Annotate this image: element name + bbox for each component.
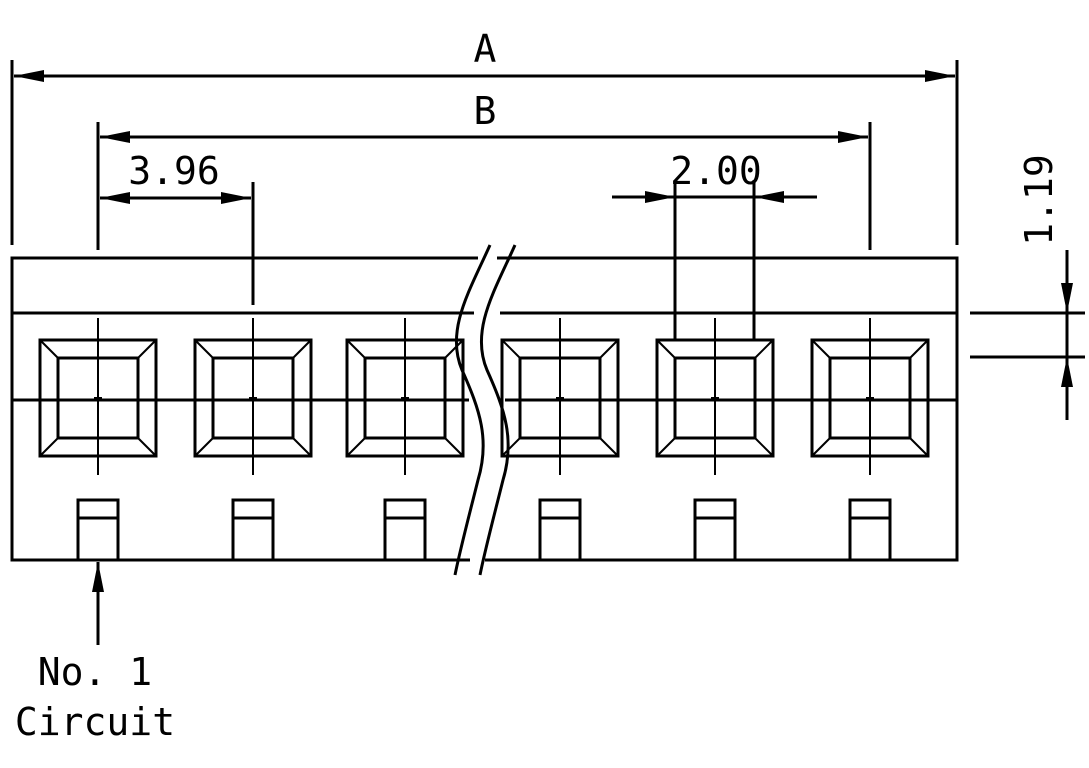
terminal-6-chamfer-1 [811,339,831,359]
terminal-5-chamfer-4 [656,437,676,457]
terminal-3-chamfer-1 [346,339,366,359]
terminal-4-chamfer-2 [599,339,619,359]
dimension-window-width: 2.00 [612,149,817,340]
terminal-6-chamfer-3 [909,437,929,457]
terminal-3-chamfer-4 [346,437,366,457]
terminal-4-chamfer-4 [501,437,521,457]
dimension-b-label: B [474,89,497,133]
dimension-window-offset-value: 1.19 [1017,154,1061,246]
dimension-pitch-value: 3.96 [128,149,220,193]
terminal-6-chamfer-2 [909,339,929,359]
dimension-window-offset: 1.19 [970,154,1085,420]
dimension-a: A [10,27,959,245]
terminal-6-chamfer-4 [811,437,831,457]
terminal-4-chamfer-3 [599,437,619,457]
terminal-3-chamfer-3 [444,437,464,457]
connector-housing [10,244,959,576]
callout-line-1: No. 1 [38,650,152,694]
terminal-positions [38,318,930,560]
break-line-right [478,244,517,576]
terminal-2-chamfer-3 [292,437,312,457]
terminal-1-chamfer-1 [39,339,59,359]
dimension-b: B [96,89,872,250]
callout-line-2: Circuit [15,700,175,744]
dimension-pitch: 3.96 [100,149,255,305]
dimension-window-width-value: 2.00 [670,149,762,193]
terminal-5-chamfer-1 [656,339,676,359]
terminal-4-chamfer-1 [501,339,521,359]
terminal-5-chamfer-3 [754,437,774,457]
terminal-2-latch-window [231,498,275,560]
terminal-4-latch-window [538,498,582,560]
terminal-2-chamfer-2 [292,339,312,359]
terminal-2-chamfer-1 [194,339,214,359]
terminal-1-chamfer-4 [39,437,59,457]
dimension-a-label: A [474,27,497,71]
terminal-5-latch-window [693,498,737,560]
terminal-3-latch-window [383,498,427,560]
terminal-3-chamfer-2 [444,339,464,359]
terminal-2-chamfer-4 [194,437,214,457]
terminal-5-chamfer-2 [754,339,774,359]
terminal-1-latch-window [76,498,120,560]
terminal-6-latch-window [848,498,892,560]
no1-circuit-callout: No. 1 Circuit [15,562,175,744]
break-line-left [453,244,492,576]
terminal-1-chamfer-3 [137,437,157,457]
terminal-1-chamfer-2 [137,339,157,359]
